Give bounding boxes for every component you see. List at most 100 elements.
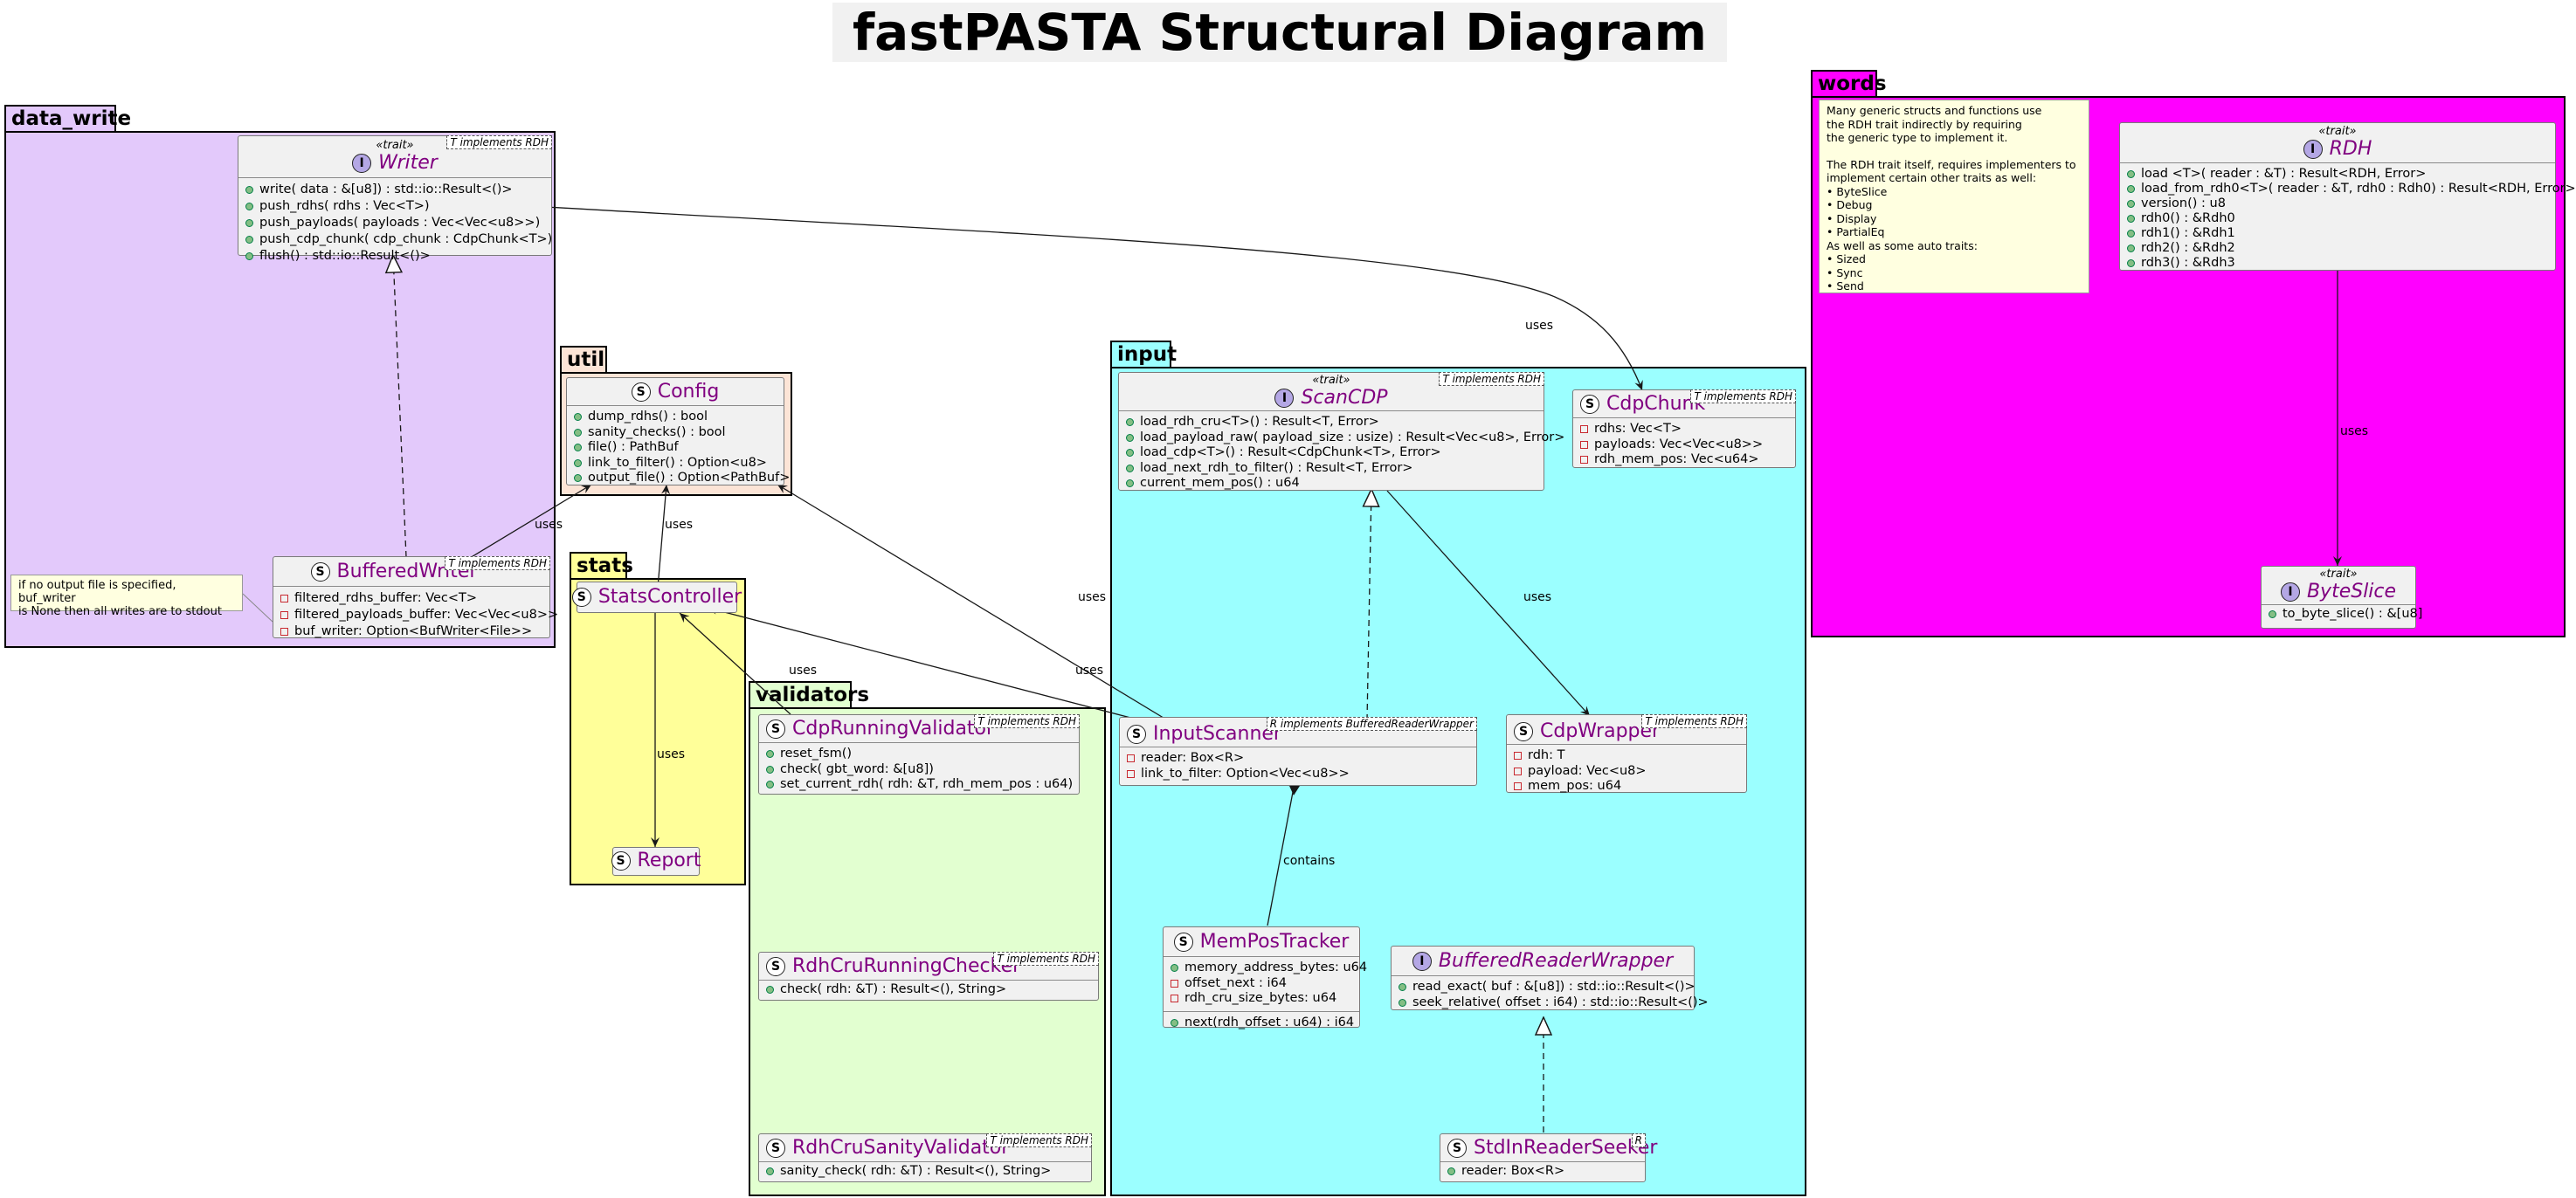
field-list: rdh: T payload: Vec<u8> mem_pos: u64 bbox=[1507, 745, 1746, 799]
class-name: CdpChunk bbox=[1606, 392, 1706, 415]
private-icon bbox=[1171, 979, 1178, 988]
note-line: is None then all writes are to stdout bbox=[18, 605, 222, 618]
public-icon bbox=[1126, 464, 1134, 472]
field-text: reader: Box<R> bbox=[1141, 751, 1245, 765]
method-row: rdh2() : &Rdh2 bbox=[2127, 241, 2548, 256]
field-list: filtered_rdhs_buffer: Vec<T> filtered_pa… bbox=[273, 587, 558, 644]
public-icon bbox=[245, 252, 253, 260]
public-icon bbox=[245, 236, 253, 244]
public-icon bbox=[2127, 215, 2135, 223]
method-text: current_mem_pos() : u64 bbox=[1140, 476, 1300, 490]
note-line: if no output file is specified, buf_writ… bbox=[18, 579, 176, 605]
struct-icon: S bbox=[766, 956, 785, 976]
struct-icon: S bbox=[766, 719, 785, 739]
diagram-title: fastPASTA Structural Diagram bbox=[832, 3, 1727, 62]
generic-label: T implements RDH bbox=[1439, 372, 1544, 386]
field-row: rdh: T bbox=[1514, 748, 1739, 764]
field-text: payloads: Vec<Vec<u8>> bbox=[1594, 437, 1764, 451]
method-text: load_from_rdh0<T>( reader : &T, rdh0 : R… bbox=[2141, 182, 2576, 196]
public-icon bbox=[2127, 259, 2135, 267]
public-icon bbox=[1126, 418, 1134, 427]
struct-icon: S bbox=[1580, 394, 1599, 414]
method-text: set_current_rdh( rdh: &T, rdh_mem_pos : … bbox=[780, 777, 1074, 791]
method-text: push_payloads( payloads : Vec<Vec<u8>>) bbox=[259, 216, 541, 230]
private-icon bbox=[1580, 456, 1588, 465]
method-row: version() : u8 bbox=[2127, 196, 2548, 211]
edge-label-uses: uses bbox=[535, 518, 563, 532]
package-tab-stats: stats bbox=[570, 552, 633, 580]
method-row: load <T>( reader : &T) : Result<RDH, Err… bbox=[2127, 167, 2548, 182]
public-icon bbox=[574, 458, 582, 467]
stereotype: «trait» bbox=[1312, 374, 1350, 387]
method-row: load_from_rdh0<T>( reader : &T, rdh0 : R… bbox=[2127, 182, 2576, 196]
generic-label: T implements RDH bbox=[974, 714, 1080, 728]
struct-icon: S bbox=[611, 851, 631, 871]
generic-label: T implements RDH bbox=[993, 952, 1099, 966]
method-text: write( data : &[u8]) : std::io::Result<(… bbox=[259, 182, 513, 196]
public-icon bbox=[766, 1167, 774, 1176]
private-icon bbox=[1127, 754, 1135, 763]
private-icon bbox=[1514, 782, 1522, 791]
class-scan-cdp[interactable]: T implements RDH «trait» I ScanCDP load_r… bbox=[1118, 372, 1564, 491]
method-row: check( gbt_word: &[u8]) bbox=[766, 762, 1072, 778]
note-line: • ByteSlice bbox=[1827, 184, 1888, 198]
class-name: ScanCDP bbox=[1301, 387, 1388, 409]
field-text: mem_pos: u64 bbox=[1528, 779, 1622, 793]
class-name: ByteSlice bbox=[2306, 581, 2397, 602]
edge-writer-uses-cdpchunk bbox=[545, 206, 1643, 391]
public-icon bbox=[245, 203, 253, 210]
note-line: • PartialEq bbox=[1827, 225, 1885, 238]
method-text: seek_relative( offset : i64) : std::io::… bbox=[1412, 995, 1709, 1009]
field-text: filtered_payloads_buffer: Vec<Vec<u8>> bbox=[294, 608, 559, 622]
class-name: CdpWrapper bbox=[1540, 719, 1661, 742]
interface-icon: I bbox=[1412, 951, 1432, 971]
generic-label: T implements RDH bbox=[445, 556, 550, 570]
method-text: load <T>( reader : &T) : Result<RDH, Err… bbox=[2141, 167, 2427, 181]
note-bufferedwriter: if no output file is specified, buf_writ… bbox=[10, 575, 243, 618]
stereotype: «trait» bbox=[2319, 568, 2358, 581]
field-row: link_to_filter: Option<Vec<u8>> bbox=[1127, 767, 1469, 782]
method-text: rdh1() : &Rdh1 bbox=[2141, 226, 2235, 240]
method-row: link_to_filter() : Option<u8> bbox=[574, 456, 777, 472]
class-name: StatsController bbox=[597, 585, 742, 608]
generic-label: T implements RDH bbox=[446, 135, 552, 149]
public-icon bbox=[2127, 200, 2135, 208]
class-name: RdhCruSanityValidator bbox=[792, 1136, 1010, 1159]
method-text: load_rdh_cru<T>() : Result<T, Error> bbox=[1140, 415, 1379, 429]
note-line: • Sized bbox=[1827, 252, 1866, 265]
method-list: load <T>( reader : &T) : Result<RDH, Err… bbox=[2120, 163, 2576, 275]
interface-icon: I bbox=[1274, 389, 1295, 408]
public-icon bbox=[1126, 479, 1134, 488]
public-icon bbox=[574, 428, 582, 437]
public-icon bbox=[1171, 964, 1178, 973]
note-line: the generic type to implement it. bbox=[1827, 131, 2008, 144]
field-row: rdh_mem_pos: Vec<u64> bbox=[1580, 452, 1788, 468]
field-list: rdhs: Vec<T> payloads: Vec<Vec<u8>> rdh_… bbox=[1573, 418, 1795, 472]
method-text: output_file() : Option<PathBuf> bbox=[588, 471, 791, 485]
class-name: RDH bbox=[2329, 138, 2372, 160]
field-row: buf_writer: Option<BufWriter<File>> bbox=[280, 623, 542, 640]
method-list: to_byte_slice() : &[u8] bbox=[2262, 605, 2422, 627]
field-row: reader: Box<R> bbox=[1127, 751, 1469, 767]
note-line: Many generic structs and functions use bbox=[1827, 104, 2042, 117]
